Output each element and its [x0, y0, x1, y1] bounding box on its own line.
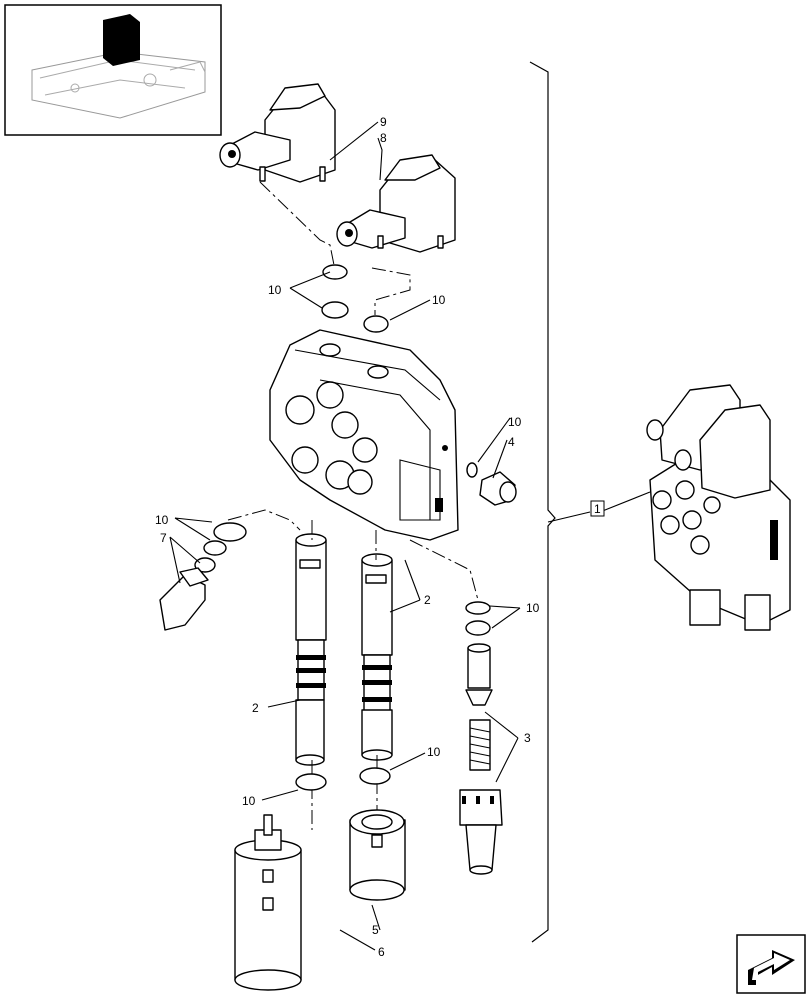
tractor-location-thumbnail-icon[interactable]	[4, 4, 222, 136]
o-ring	[321, 301, 349, 319]
callout-10: 10	[508, 415, 522, 429]
o-ring	[203, 540, 227, 556]
valve-assembly-3	[459, 643, 503, 875]
assembled-valve-view	[646, 384, 791, 631]
control-lever-9	[219, 83, 336, 183]
callout-10: 10	[242, 794, 256, 808]
o-ring	[466, 462, 478, 478]
o-ring	[465, 620, 491, 636]
callout-1: 1	[594, 502, 601, 516]
o-ring	[213, 522, 247, 542]
callout-5: 5	[372, 923, 379, 937]
callout-10: 10	[526, 601, 540, 615]
o-ring	[359, 767, 391, 785]
callout-10: 10	[268, 283, 282, 297]
spool-2-right	[361, 553, 393, 761]
o-ring	[465, 601, 491, 615]
plug-4	[479, 471, 517, 506]
callout-9: 9	[380, 115, 387, 129]
callout-10: 10	[155, 513, 169, 527]
callout-6: 6	[378, 945, 385, 959]
o-ring	[295, 773, 327, 791]
next-page-arrow-icon[interactable]	[736, 934, 806, 994]
callout-8: 8	[380, 131, 387, 145]
cap-5	[349, 809, 406, 901]
solenoid	[234, 814, 302, 991]
o-ring	[363, 315, 389, 333]
callout-4: 4	[508, 435, 515, 449]
callout-2: 2	[252, 701, 259, 715]
callout-10: 10	[432, 293, 446, 307]
spool-2-left	[295, 533, 327, 766]
assembly-bracket	[529, 61, 556, 943]
o-ring	[194, 557, 216, 573]
fitting-7	[159, 567, 209, 631]
callout-2: 2	[424, 593, 431, 607]
callout-10: 10	[427, 745, 441, 759]
callout-7: 7	[160, 531, 167, 545]
valve-body	[269, 329, 459, 541]
callout-3: 3	[524, 731, 531, 745]
o-ring	[322, 264, 348, 280]
control-lever-8	[336, 154, 456, 253]
